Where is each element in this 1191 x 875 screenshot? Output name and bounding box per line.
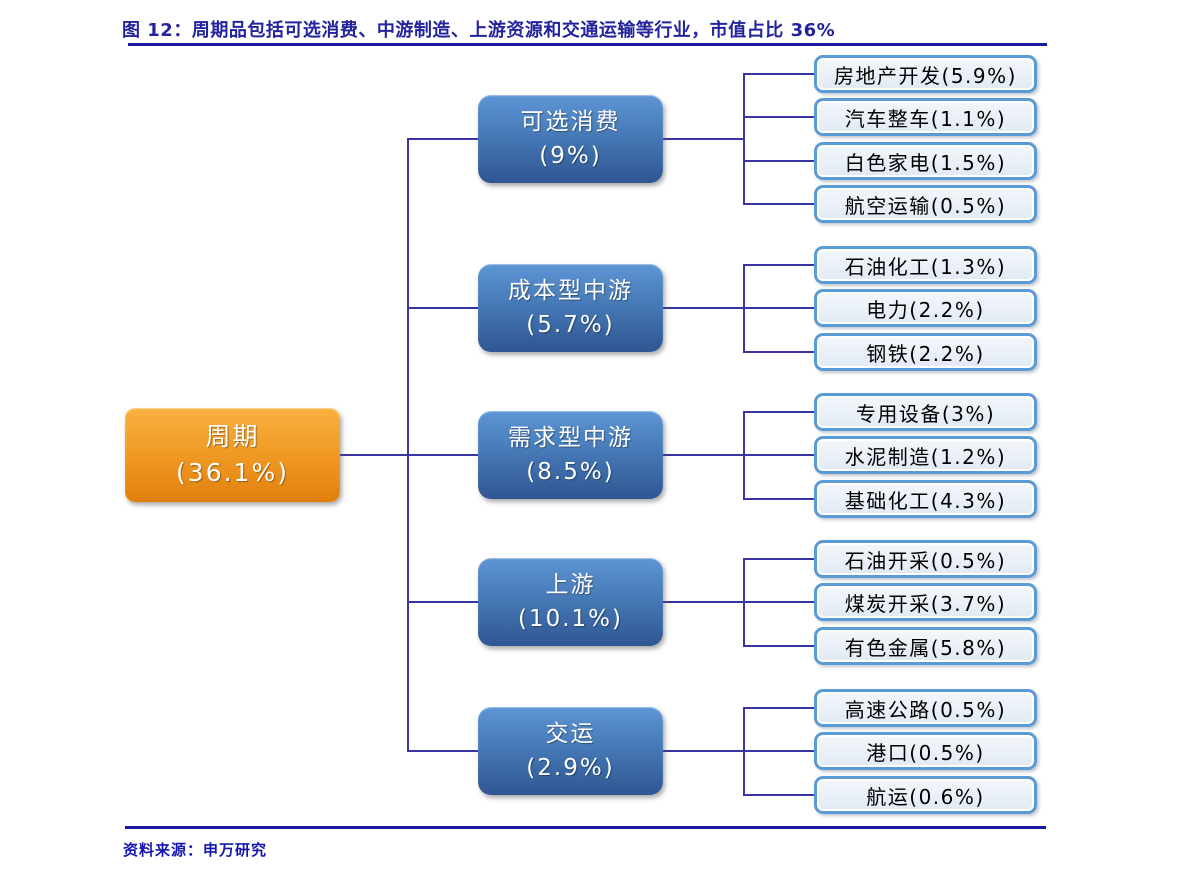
connector-line [663,307,744,309]
figure-title: 图 12：周期品包括可选消费、中游制造、上游资源和交通运输等行业，市值占比 36… [122,20,836,41]
connector-line [744,793,814,796]
connector-line [744,601,814,603]
leaf-node: 石油开采(0.5%) [814,540,1037,578]
connector-line [663,601,744,603]
connector-line [408,454,478,456]
connector-line [408,601,478,603]
branch-node: 成本型中游 (5.7%) [478,264,663,352]
branch-label: 可选消费 [520,108,621,135]
connector-line [744,307,814,309]
connector-line [744,159,814,162]
leaf-node: 航运(0.6%) [814,776,1037,814]
connector-line [408,750,478,752]
connector-line [744,116,814,119]
connector-line [340,454,408,456]
connector-line [408,138,478,140]
connector-line [744,410,814,413]
title-divider [128,43,1047,46]
leaf-label: 基础化工(4.3%) [844,488,1007,513]
leaf-node: 基础化工(4.3%) [814,480,1037,518]
leaf-label: 高速公路(0.5%) [844,697,1007,722]
leaf-label: 钢铁(2.2%) [866,341,985,366]
branch-value: (9%) [539,143,602,169]
root-value: (36.1%) [176,458,289,487]
leaf-label: 航运(0.6%) [866,784,985,809]
leaf-node: 水泥制造(1.2%) [814,436,1037,474]
leaf-node: 白色家电(1.5%) [814,142,1037,180]
connector-line [744,750,814,752]
leaf-label: 专用设备(3%) [855,401,996,426]
leaf-node: 电力(2.2%) [814,289,1037,327]
leaf-node: 钢铁(2.2%) [814,333,1037,371]
connector-line [663,454,744,456]
leaf-node: 高速公路(0.5%) [814,689,1037,727]
connector-line [744,350,814,353]
branch-node: 可选消费 (9%) [478,95,663,183]
source-note: 资料来源：申万研究 [123,841,268,859]
leaf-node: 煤炭开采(3.7%) [814,583,1037,621]
leaf-label: 煤炭开采(3.7%) [844,591,1007,616]
leaf-node: 汽车整车(1.1%) [814,98,1037,136]
connector-line [744,203,814,206]
leaf-label: 水泥制造(1.2%) [844,444,1007,469]
connector-line [408,307,478,309]
connector-line [744,263,814,266]
branch-value: (2.9%) [526,755,615,781]
branch-value: (10.1%) [517,606,623,632]
tree-root-node: 周期 (36.1%) [125,408,340,502]
leaf-node: 专用设备(3%) [814,393,1037,431]
root-label: 周期 [205,421,260,451]
connector-line [407,138,409,752]
connector-line [744,497,814,500]
connector-line [744,644,814,647]
leaf-label: 有色金属(5.8%) [844,635,1007,660]
leaf-label: 航空运输(0.5%) [844,193,1007,218]
connector-line [744,706,814,709]
leaf-label: 电力(2.2%) [866,297,985,322]
connector-line [743,72,745,206]
leaf-node: 有色金属(5.8%) [814,627,1037,665]
connector-line [744,454,814,456]
branch-node: 交运 (2.9%) [478,707,663,795]
leaf-node: 石油化工(1.3%) [814,246,1037,284]
branch-label: 交运 [545,720,596,747]
branch-node: 上游 (10.1%) [478,558,663,646]
leaf-label: 白色家电(1.5%) [844,150,1007,175]
leaf-label: 汽车整车(1.1%) [844,106,1007,131]
branch-label: 上游 [545,571,596,598]
branch-value: (8.5%) [526,459,615,485]
connector-line [663,750,744,752]
branch-value: (5.7%) [526,312,615,338]
leaf-node: 港口(0.5%) [814,732,1037,770]
branch-label: 需求型中游 [508,424,633,451]
leaf-label: 房地产开发(5.9%) [834,63,1017,88]
connector-line [744,72,814,75]
leaf-label: 石油开采(0.5%) [844,548,1007,573]
leaf-node: 房地产开发(5.9%) [814,55,1037,93]
leaf-node: 航空运输(0.5%) [814,185,1037,223]
leaf-label: 港口(0.5%) [866,740,985,765]
footer-divider [125,826,1046,829]
branch-node: 需求型中游 (8.5%) [478,411,663,499]
leaf-label: 石油化工(1.3%) [844,254,1007,279]
branch-label: 成本型中游 [508,277,633,304]
connector-line [744,557,814,560]
connector-line [663,138,744,140]
